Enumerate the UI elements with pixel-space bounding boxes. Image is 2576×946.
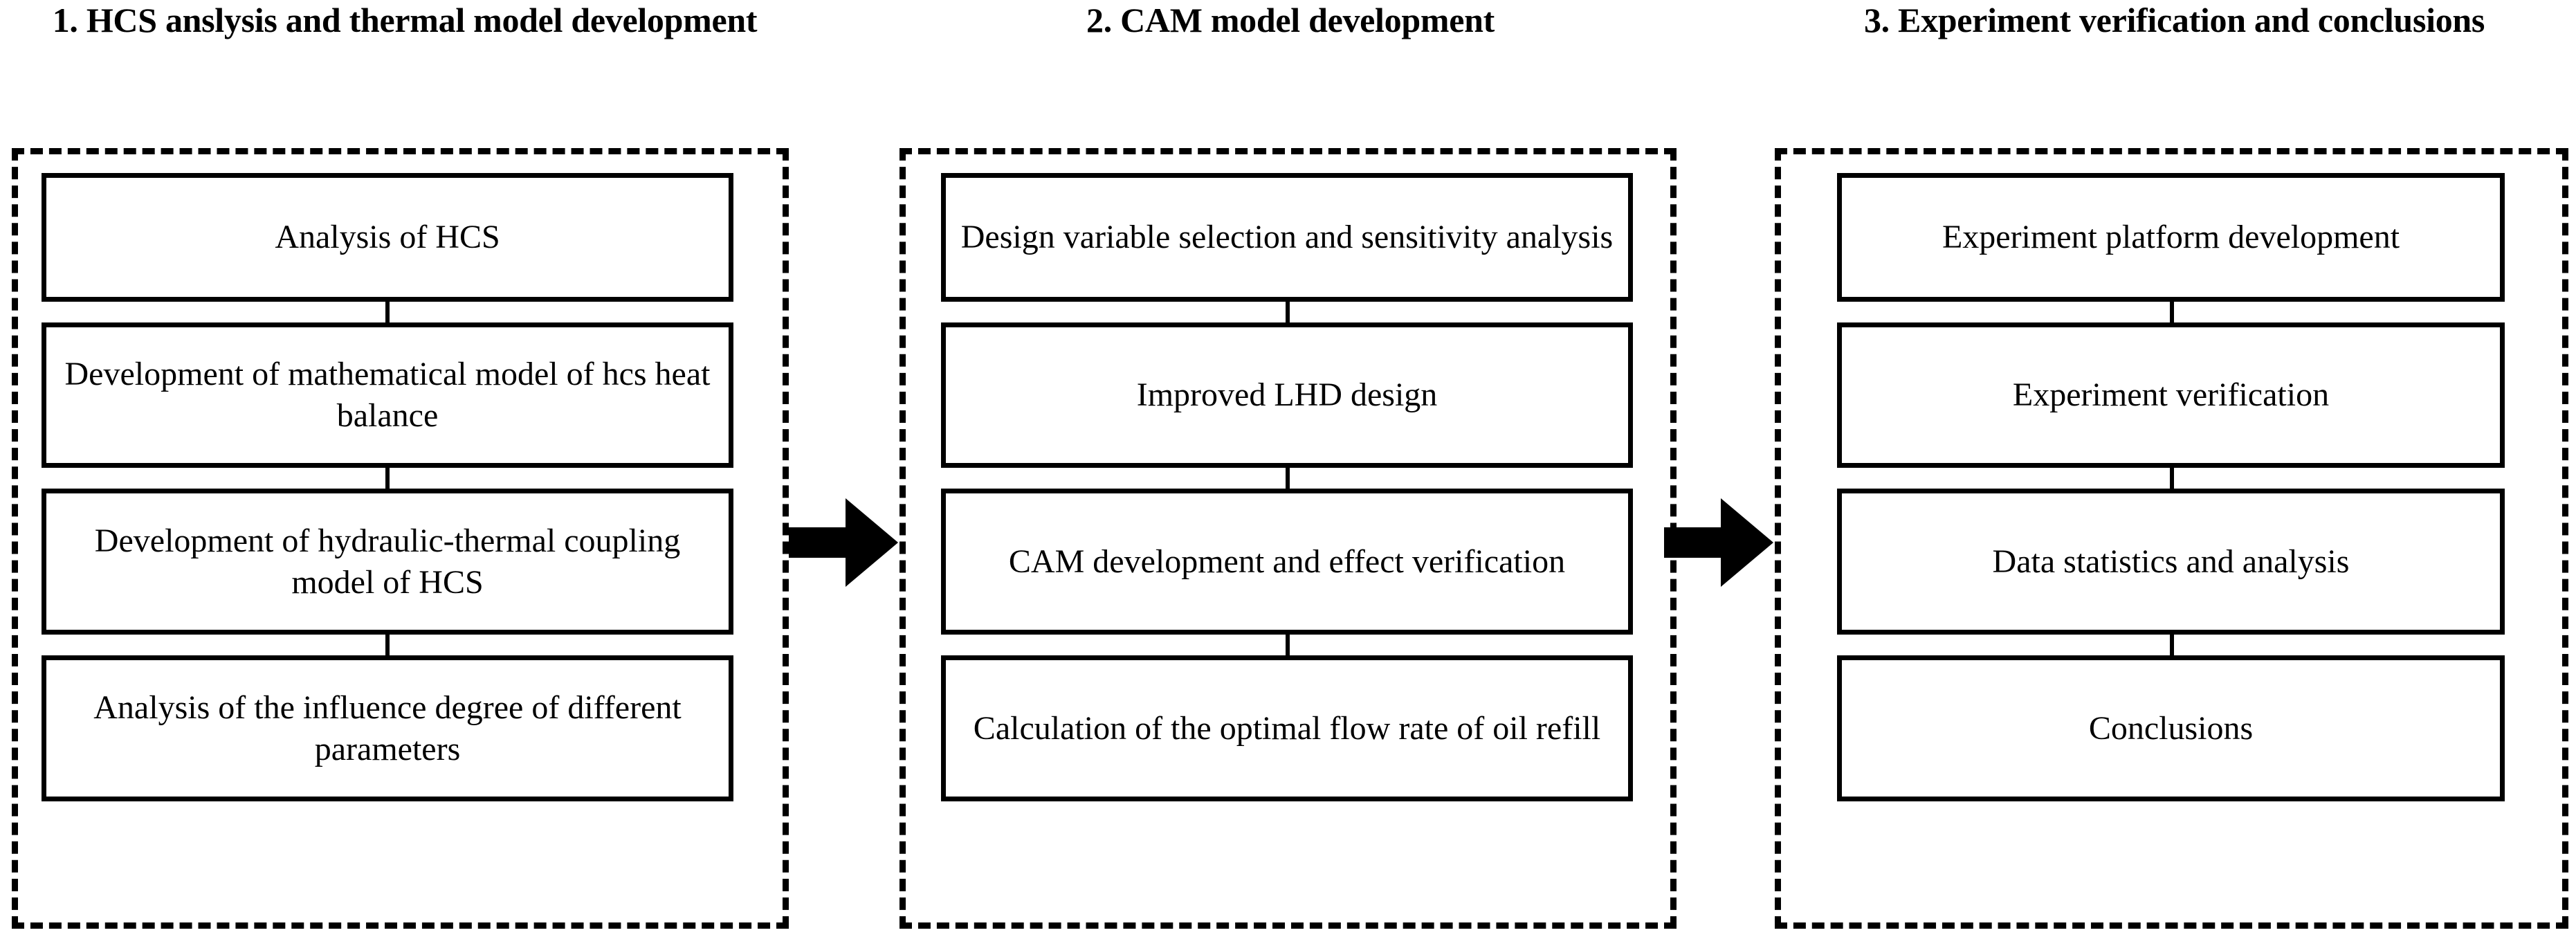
stage-1-box-4[interactable]: Analysis of the influence degree of diff… (42, 655, 733, 801)
stage-1-box-1[interactable]: Analysis of HCS (42, 173, 733, 302)
stage-1-box-2[interactable]: Development of mathematical model of hcs… (42, 322, 733, 468)
stage-3-panel (1775, 148, 2568, 929)
stage-3-connector-2-3 (2170, 468, 2174, 489)
stage-2-heading: 2. CAM model development (1086, 1, 1495, 39)
stage-1-connector-2-3 (385, 468, 390, 489)
stage-1-panel (12, 148, 789, 929)
stage-3-box-1[interactable]: Experiment platform development (1837, 173, 2505, 302)
stage-1-connector-3-4 (385, 635, 390, 655)
stage-2-connector-3-4 (1286, 635, 1290, 655)
stage-2-box-2[interactable]: Improved LHD design (941, 322, 1633, 468)
stage-1-heading: 1. HCS anslysis and thermal model develo… (52, 1, 758, 39)
stage-1-box-3[interactable]: Development of hydraulic-thermal couplin… (42, 489, 733, 635)
stage-2-box-1[interactable]: Design variable selection and sensitivit… (941, 173, 1633, 302)
stage-3-connector-1-2 (2170, 302, 2174, 322)
stage-3-heading: 3. Experiment verification and conclusio… (1863, 1, 2485, 39)
arrow-stage2-to-stage3 (1664, 497, 1775, 588)
stage-2-connector-2-3 (1286, 468, 1290, 489)
stage-2-box-3[interactable]: CAM development and effect verification (941, 489, 1633, 635)
stage-3-box-2[interactable]: Experiment verification (1837, 322, 2505, 468)
stage-1-connector-1-2 (385, 302, 390, 322)
stage-2-box-4[interactable]: Calculation of the optimal flow rate of … (941, 655, 1633, 801)
stage-3-box-3[interactable]: Data statistics and analysis (1837, 489, 2505, 635)
arrow-stage1-to-stage2 (789, 497, 899, 588)
stage-3-connector-3-4 (2170, 635, 2174, 655)
stage-3-box-4[interactable]: Conclusions (1837, 655, 2505, 801)
stage-2-connector-1-2 (1286, 302, 1290, 322)
